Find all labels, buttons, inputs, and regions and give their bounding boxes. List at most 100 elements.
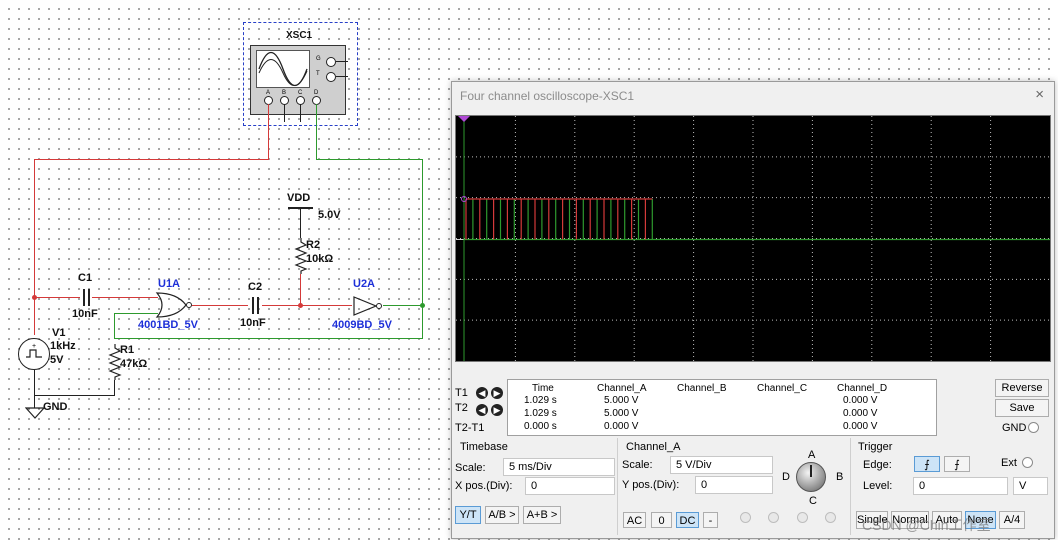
save-button[interactable]: Save [995,399,1049,417]
falling-edge-icon[interactable]: ⨍ [944,456,970,472]
level-field[interactable]: 0 [913,477,1008,495]
t1-channel-a: 5.000 V [604,395,639,406]
wire-c2-to-u2a[interactable] [262,305,352,306]
terminal-c-label: C [298,90,303,96]
knob-label-b: B [836,471,844,483]
yt-mode-button[interactable]: Y/T [455,506,481,524]
lead-b [284,104,285,122]
gnd-radio[interactable] [1028,422,1039,433]
wire-u2a-out[interactable] [383,305,423,306]
vdd-bar [288,207,313,209]
single-mode-button[interactable]: Single [856,511,888,529]
c1-value: 10nF [72,308,98,320]
u1a-ref: U1A [158,278,181,290]
wire-r2-down[interactable] [300,274,301,305]
junction-dot [32,295,37,300]
oscilloscope-terminal-t[interactable] [326,72,336,82]
wire-a-left-vertical[interactable] [34,159,35,335]
xpos-field[interactable]: 0 [525,477,615,495]
wire-d-to-u1a[interactable] [114,313,158,314]
xpos-label: X pos.(Div): [455,480,513,492]
c2-value: 10nF [240,317,266,329]
ext-label: Ext [1001,457,1017,469]
ypos-field[interactable]: 0 [695,476,773,494]
trigger-title: Trigger [858,441,893,453]
none-mode-button[interactable]: None [965,511,996,529]
t2-left-arrow-icon[interactable]: ◀ [476,404,488,416]
oscilloscope-symbol[interactable] [243,22,358,126]
t2-right-arrow-icon[interactable]: ▶ [491,404,503,416]
r1-resistor[interactable] [108,344,122,380]
rising-edge-icon[interactable]: ⨍ [914,456,940,472]
channel-radio[interactable] [768,512,779,523]
v1-source[interactable]: + [18,338,50,370]
dt-time: 0.000 s [524,421,557,432]
ext-radio[interactable] [1022,457,1033,468]
normal-mode-button[interactable]: Normal [891,511,929,529]
ab-mode-button[interactable]: A/B > [485,506,519,524]
wire-gnd-horizontal[interactable] [34,395,115,396]
gnd-label: GND [1002,422,1027,434]
c2-capacitor[interactable] [249,297,261,314]
channel-scale-field[interactable]: 5 V/Div [670,456,773,474]
terminal-d-label: D [314,90,319,96]
u1a-nor-gate[interactable] [155,291,195,319]
svg-text:+: + [32,343,36,350]
v1-amp: 5V [50,354,64,366]
terminal-g-lead [336,61,348,62]
window-title: Four channel oscilloscope-XSC1 [460,89,635,103]
timebase-scale-field[interactable]: 5 ms/Div [503,458,615,476]
wire-u1a-to-c2[interactable] [192,305,248,306]
wire-v1-down[interactable] [34,370,35,408]
vdd-voltage: 5.0V [318,209,341,221]
header-channel-c: Channel_C [757,383,808,394]
channel-title: Channel_A [626,441,681,453]
channel-marker [461,196,467,202]
r2-resistor[interactable] [294,238,308,274]
channel-radio[interactable] [740,512,751,523]
level-unit-field[interactable]: V [1013,477,1048,495]
dc-coupling-button[interactable]: DC [676,512,699,528]
channel-radio[interactable] [825,512,836,523]
wire-d-horizontal-top[interactable] [316,159,422,160]
t1-right-arrow-icon[interactable]: ▶ [491,387,503,399]
oscilloscope-terminal-g[interactable] [326,57,336,67]
wire-a-horizontal-top[interactable] [34,159,269,160]
wire-d-right-vertical[interactable] [422,159,423,338]
scope-screen[interactable] [455,115,1051,362]
wire-vdd-to-r2[interactable] [300,208,301,238]
reverse-button[interactable]: Reverse [995,379,1049,397]
oscilloscope-window[interactable]: Four channel oscilloscope-XSC1 × T1 T2 T… [451,81,1055,539]
c1-capacitor[interactable] [80,289,92,306]
gnd-symbol[interactable] [25,407,45,419]
auto-mode-button[interactable]: Auto [932,511,962,529]
edge-label: Edge: [863,459,892,471]
header-channel-b: Channel_B [677,383,727,394]
wire-d-vertical-top[interactable] [316,104,317,159]
terminal-t-lead [336,76,348,77]
ac-coupling-button[interactable]: AC [623,512,646,528]
minus-coupling-button[interactable]: - [703,512,718,528]
a-plus-b-mode-button[interactable]: A+B > [523,506,561,524]
r1-ref: R1 [120,344,135,356]
wire-d-left-vertical[interactable] [114,313,115,339]
gnd-label: GND [43,401,68,413]
wire-a-vertical-top[interactable] [268,104,269,159]
channel-selector-knob-icon[interactable] [796,462,826,492]
header-channel-a: Channel_A [597,383,647,394]
zero-coupling-button[interactable]: 0 [651,512,672,528]
timebase-title: Timebase [460,441,508,453]
a4-mode-button[interactable]: A/4 [999,511,1025,529]
u2a-part: 4009BD_5V [332,319,392,331]
trigger-marker [458,116,470,122]
wire-c1-to-u1a[interactable] [92,297,158,298]
close-icon[interactable]: × [1035,86,1044,103]
wire-a-to-c1[interactable] [34,297,80,298]
divider [850,438,851,535]
wire-r1-down[interactable] [114,380,115,396]
t1-left-arrow-icon[interactable]: ◀ [476,387,488,399]
channel-radio[interactable] [797,512,808,523]
u2a-inverter[interactable] [352,295,386,317]
wire-d-bottom[interactable] [114,338,423,339]
t2-t1-label: T2-T1 [455,422,485,434]
